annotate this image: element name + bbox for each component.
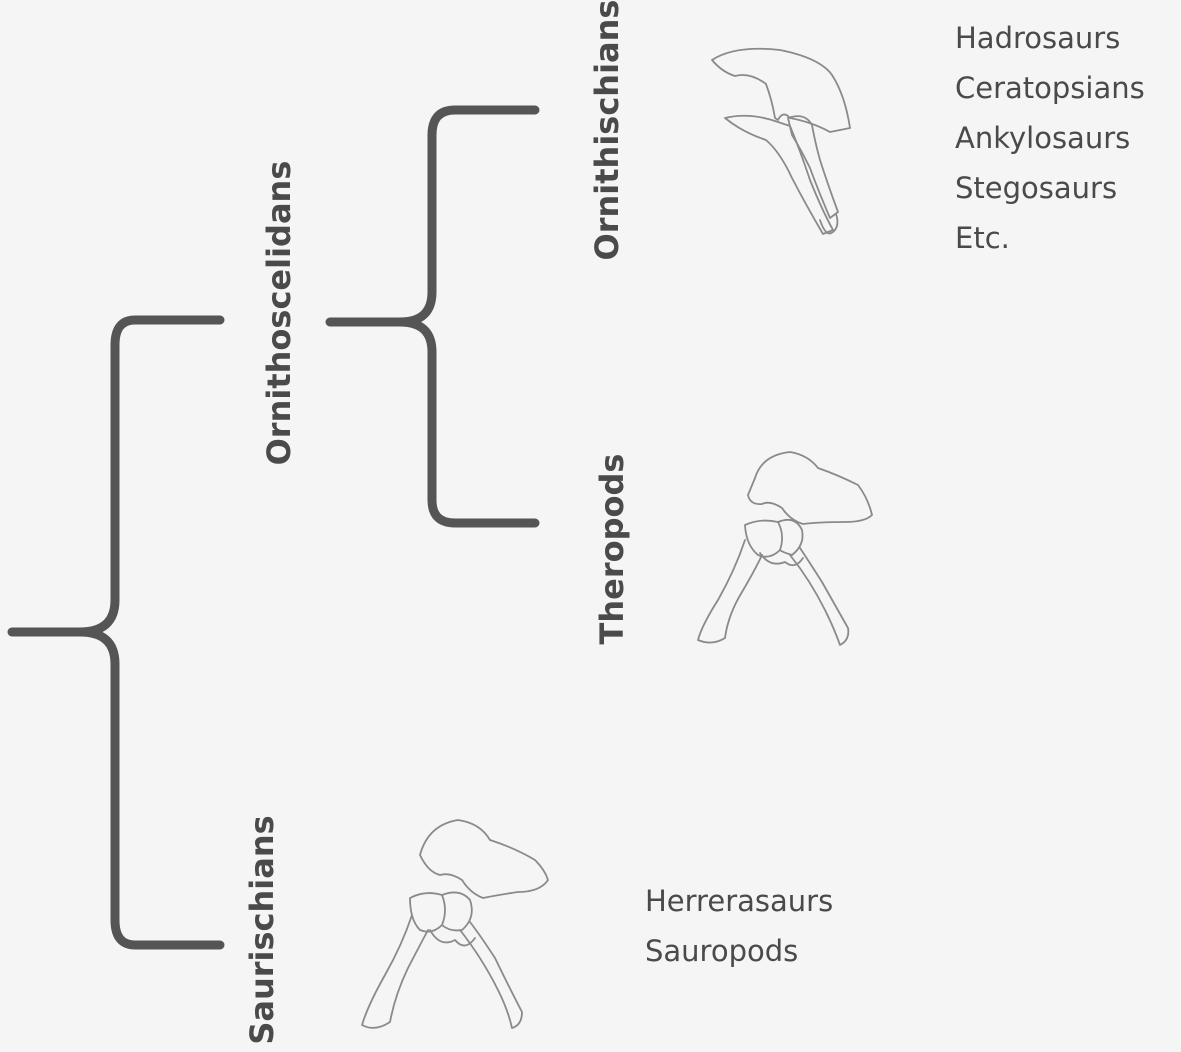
ornithischian-member-list: Hadrosaurs Ceratopsians Ankylosaurs Steg… [955,13,1145,263]
label-ornithoscelidans: Ornithoscelidans [260,161,298,466]
label-theropods: Theropods [593,454,631,645]
list-item: Etc. [955,221,1010,255]
ornithoscelidan-bracket [325,105,540,528]
theropod-pelvis-icon [697,451,873,646]
saurischian-member-list: Herrerasaurs Sauropods [645,876,833,976]
saurischian-pelvis-icon [361,819,549,1029]
list-item: Herrerasaurs [645,884,834,918]
list-item: Ceratopsians [955,71,1145,105]
root-bracket [7,315,225,950]
list-item: Sauropods [645,934,799,968]
ornithischian-pelvis-icon [711,47,851,235]
list-item: Hadrosaurs [955,21,1121,55]
label-saurischians: Saurischians [243,815,281,1044]
list-item: Ankylosaurs [955,121,1131,155]
label-ornithischians: Ornithischians [588,0,626,260]
list-item: Stegosaurs [955,171,1118,205]
